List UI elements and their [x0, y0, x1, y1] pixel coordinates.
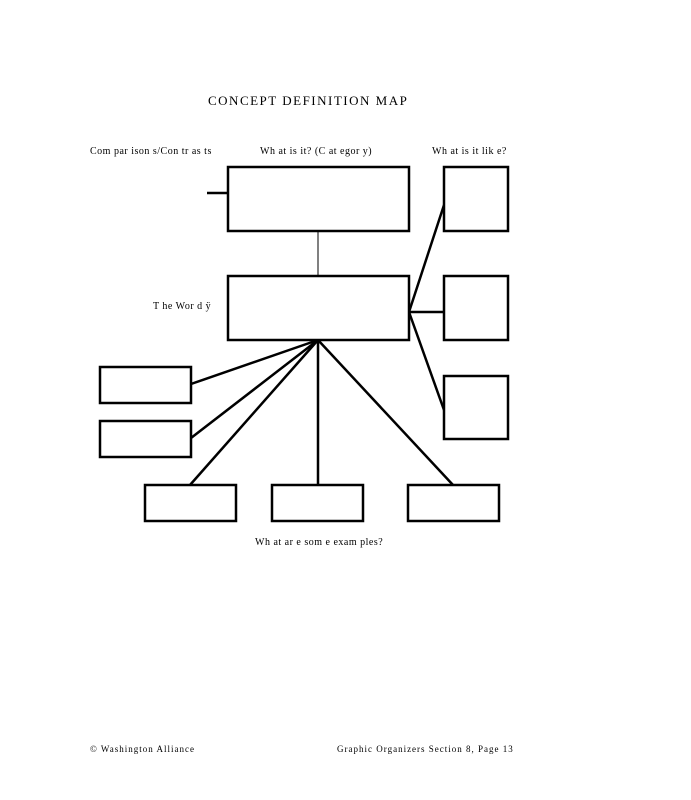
footer-page-info: Graphic Organizers Section 8, Page 13 — [337, 744, 514, 754]
example-box-3[interactable] — [406, 483, 501, 523]
word-to-example-3-line — [317, 339, 454, 486]
what-like-box-3[interactable] — [442, 374, 510, 441]
example-box-1[interactable] — [143, 483, 238, 523]
example-box-2[interactable] — [270, 483, 365, 523]
footer-copyright: © Washington Alliance — [90, 744, 195, 754]
what-is-it-like-header: Wh at is it lik e? — [432, 146, 507, 157]
what-like-box-2[interactable] — [442, 274, 510, 342]
word-to-like-1-line — [407, 204, 446, 313]
comparison-box-2[interactable] — [98, 419, 193, 459]
word-to-comparison-1-line — [190, 338, 319, 386]
word-box[interactable] — [226, 274, 411, 342]
what-like-box-1[interactable] — [442, 165, 510, 233]
comparison-box-1[interactable] — [98, 365, 193, 405]
page-title: CONCEPT DEFINITION MAP — [208, 93, 409, 108]
comparisons-header: Com par ison s/Con tr as ts — [90, 146, 212, 157]
category-header: Wh at is it? (C at egor y) — [260, 146, 373, 157]
the-word-label: T he Wor d ÿ — [153, 301, 212, 312]
word-to-comparison-2-line — [190, 339, 319, 439]
word-to-example-1-line — [189, 339, 319, 486]
examples-label: Wh at ar e som e exam ples? — [255, 537, 384, 548]
word-to-like-3-line — [407, 311, 446, 411]
category-box[interactable] — [226, 165, 411, 233]
